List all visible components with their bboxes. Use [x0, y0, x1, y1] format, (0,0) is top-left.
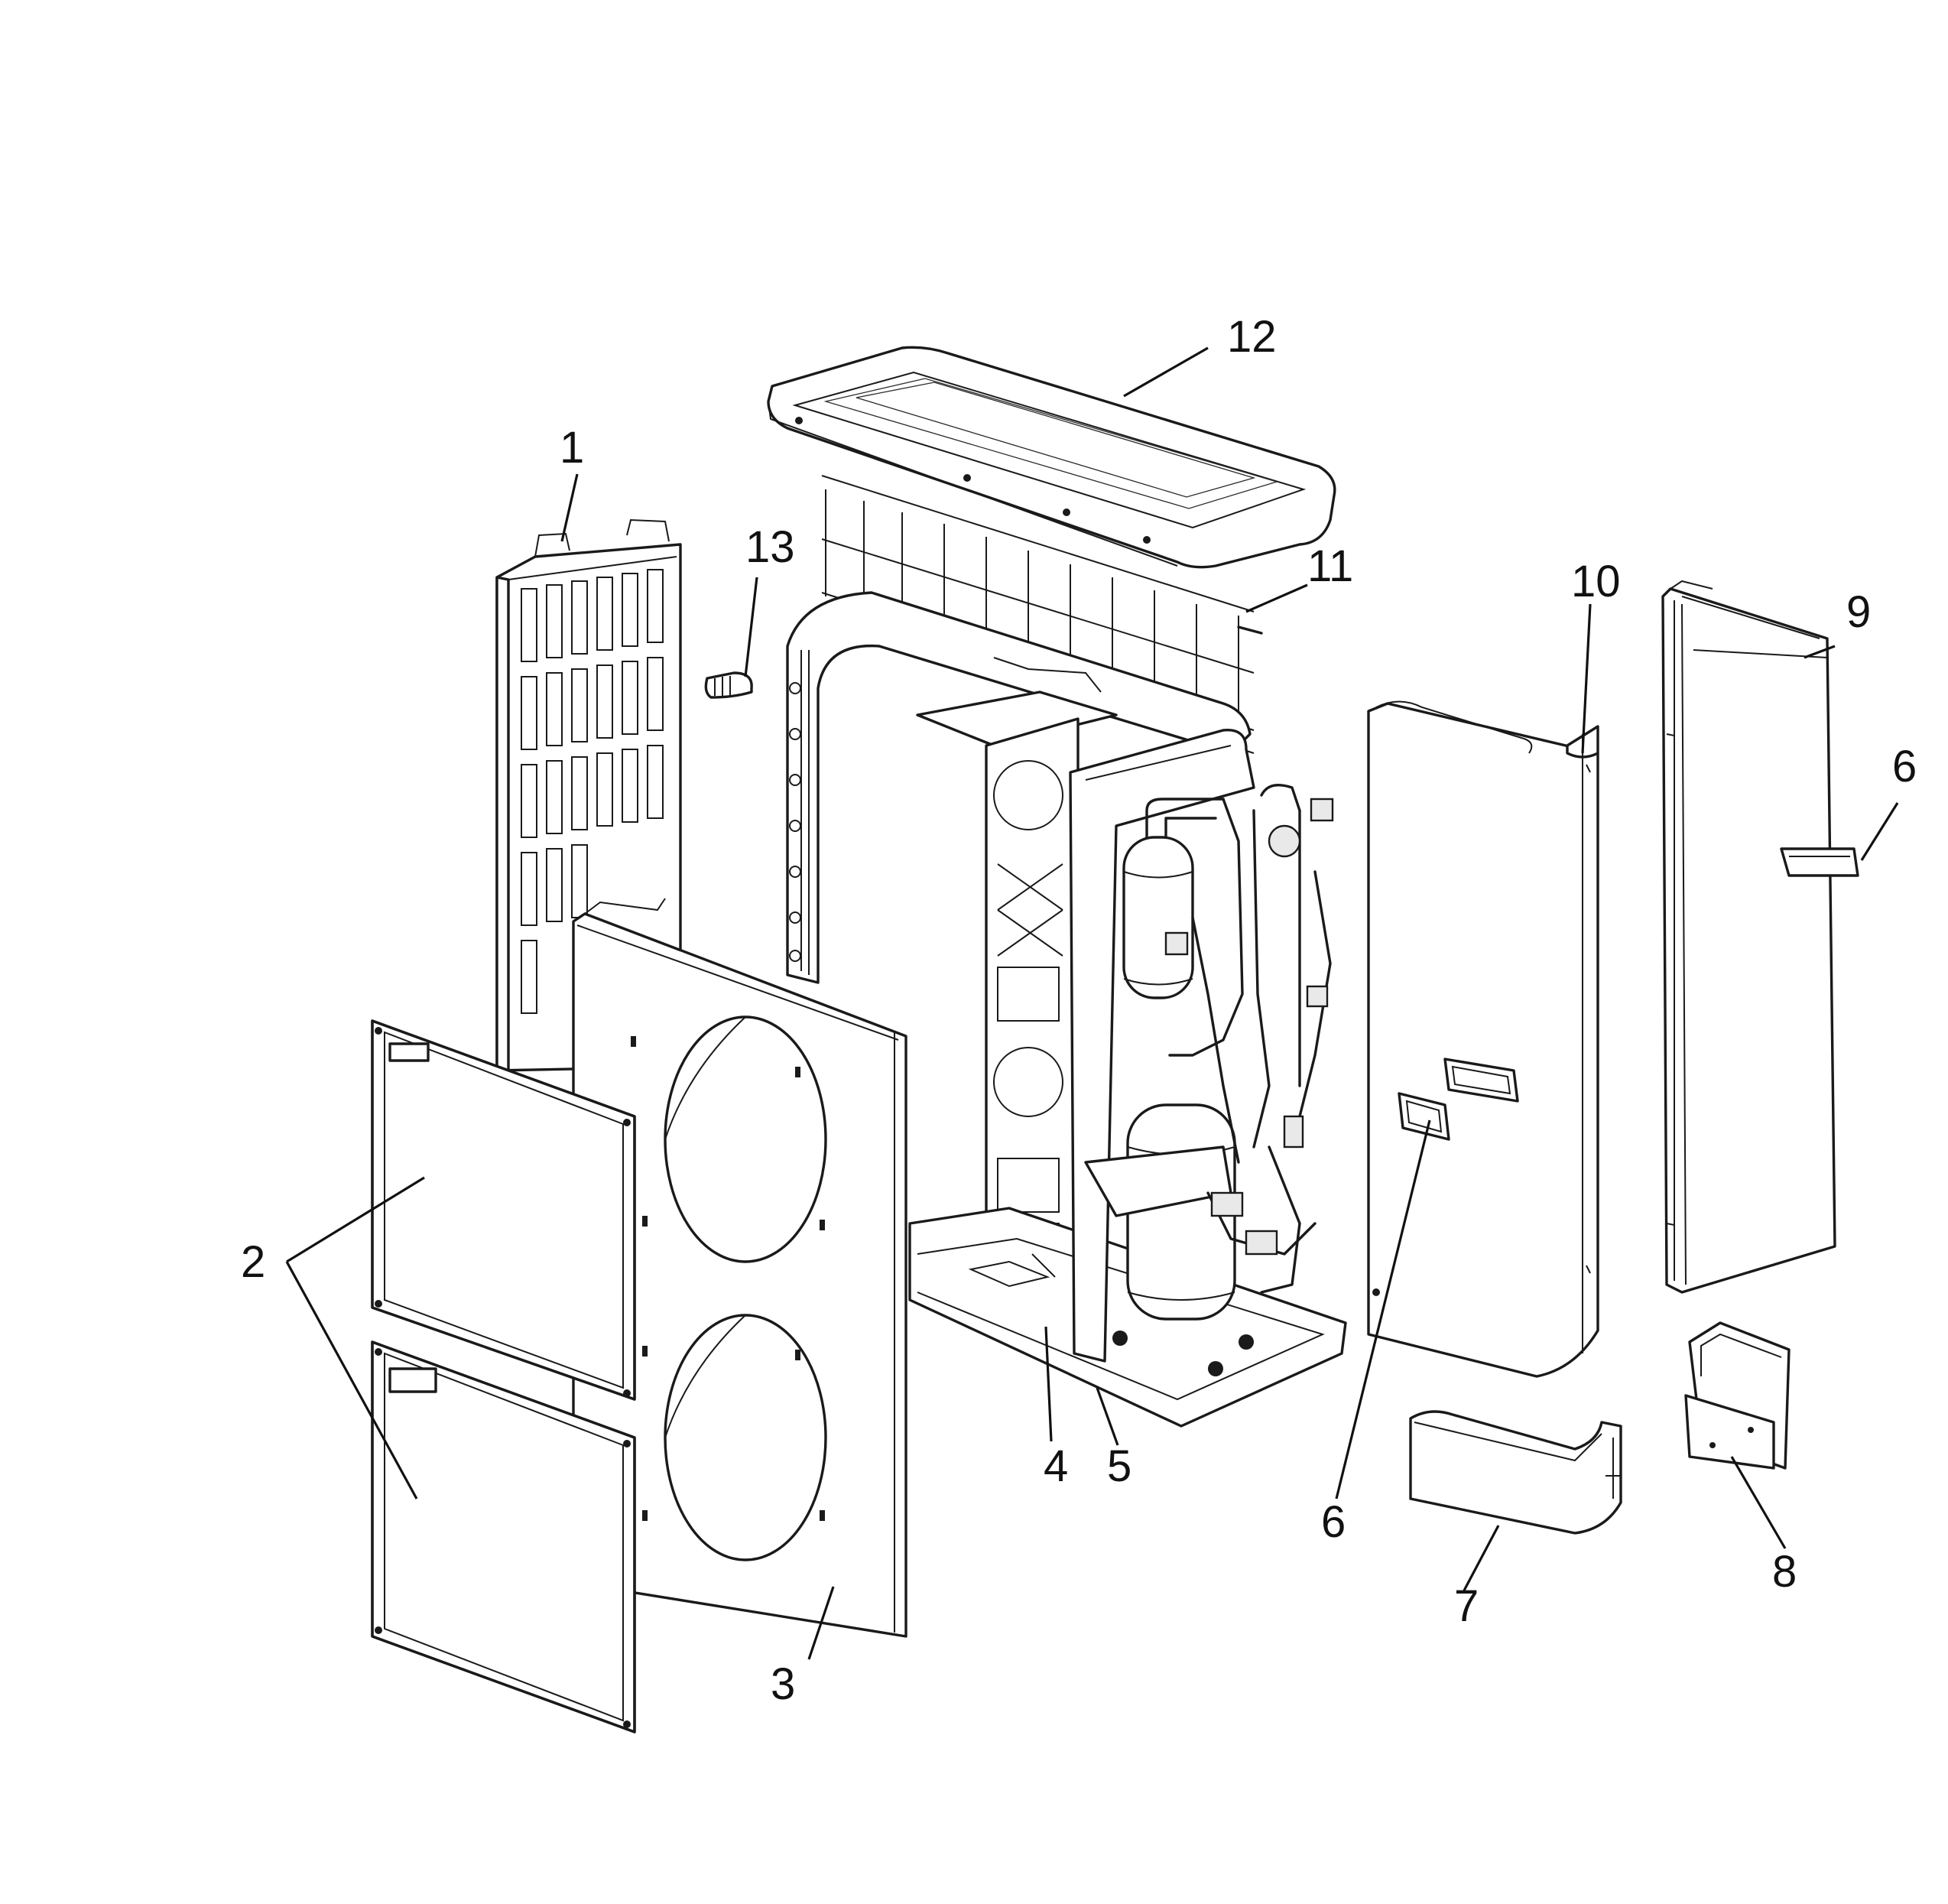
condenser-coil — [786, 591, 1252, 984]
callout-label-7: 7 — [1454, 1581, 1479, 1631]
callout-label-11: 11 — [1307, 541, 1353, 591]
callout-label-3: 3 — [771, 1659, 795, 1709]
handle-part-front — [1398, 1092, 1450, 1141]
corner-bracket-part — [1684, 1321, 1791, 1470]
callout-label-10: 10 — [1571, 557, 1621, 606]
callout-label-5: 5 — [1107, 1441, 1131, 1491]
callout-label-6-front: 6 — [1321, 1497, 1346, 1547]
lower-grille-part — [371, 1340, 636, 1733]
callout-label-1: 1 — [560, 423, 584, 473]
callout-label-6-right: 6 — [1892, 742, 1917, 791]
callout-label-2: 2 — [241, 1237, 265, 1287]
handle-part-right — [1780, 847, 1859, 877]
callout-label-4: 4 — [1044, 1441, 1068, 1491]
upper-grille-part — [371, 1019, 636, 1401]
callout-labels: 12 1 13 11 10 9 6 2 3 4 5 6 7 8 — [241, 312, 1917, 1709]
callout-label-9: 9 — [1846, 587, 1871, 637]
callout-label-8: 8 — [1772, 1547, 1797, 1597]
lower-front-cover-part — [1409, 1410, 1622, 1535]
fan-motor-bracket — [916, 657, 1118, 1309]
right-front-panel-part — [1367, 700, 1599, 1378]
compressor-assembly — [1069, 729, 1334, 1376]
base-pan — [908, 1207, 1347, 1428]
front-panel-part — [572, 898, 907, 1638]
callout-label-13: 13 — [745, 522, 795, 572]
top-cover-part — [767, 346, 1336, 569]
right-side-panel-part — [1661, 580, 1836, 1294]
callout-leaders — [285, 346, 1899, 1660]
callout-label-12: 12 — [1227, 312, 1277, 362]
